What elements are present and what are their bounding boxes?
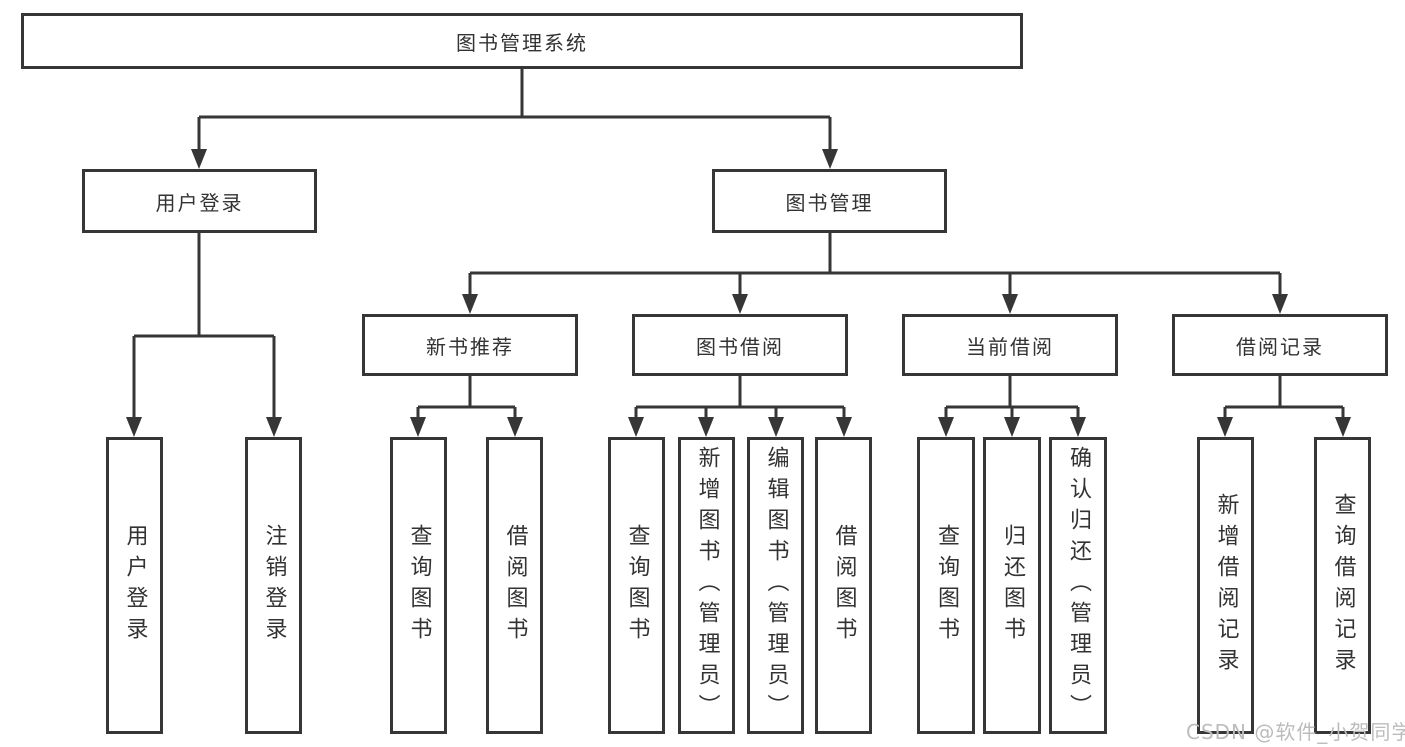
node-label: 用户登录 xyxy=(155,190,244,215)
node-label: 当前借阅 xyxy=(966,334,1054,359)
node-book-borrow: 图书借阅 xyxy=(632,314,848,376)
leaf-label: 编辑图书（管理员） xyxy=(763,446,789,725)
leaf-label: 注销登录 xyxy=(261,523,287,648)
leaf-label: 用户登录 xyxy=(122,523,148,648)
node-label: 借阅记录 xyxy=(1236,334,1324,359)
leaf-label: 借阅图书 xyxy=(831,523,857,648)
leaf-label: 查询图书 xyxy=(624,523,650,648)
leaf-label: 归还图书 xyxy=(1000,523,1025,648)
leaf-add-borrow-record: 新增借阅记录 xyxy=(1197,437,1254,734)
csdn-watermark: CSDN @软件_小贺同学 xyxy=(1186,720,1405,744)
node-user-login: 用户登录 xyxy=(82,169,317,233)
leaf-edit-books-admin: 编辑图书（管理员） xyxy=(747,437,804,734)
leaf-add-books-admin: 新增图书（管理员） xyxy=(678,437,735,734)
leaf-label: 查询图书 xyxy=(406,523,432,648)
leaf-query-books: 查询图书 xyxy=(917,437,975,734)
leaf-return-books: 归还图书 xyxy=(983,437,1041,734)
leaf-query-books: 查询图书 xyxy=(390,437,447,734)
leaf-label: 借阅图书 xyxy=(502,523,528,648)
leaf-user-login: 用户登录 xyxy=(106,437,163,734)
leaf-borrow-books: 借阅图书 xyxy=(486,437,543,734)
node-new-book-recommend: 新书推荐 xyxy=(362,314,578,376)
node-label: 图书借阅 xyxy=(696,334,784,359)
leaf-confirm-return-admin: 确认归还（管理员） xyxy=(1049,437,1107,734)
leaf-label: 新增图书（管理员） xyxy=(694,446,720,725)
leaf-label: 确认归还（管理员） xyxy=(1066,446,1091,725)
leaf-query-borrow-record: 查询借阅记录 xyxy=(1314,437,1371,734)
leaf-label: 查询借阅记录 xyxy=(1330,492,1356,679)
node-label: 新书推荐 xyxy=(426,334,514,359)
node-book-management: 图书管理 xyxy=(712,169,947,233)
leaf-query-books: 查询图书 xyxy=(608,437,665,734)
node-current-borrow: 当前借阅 xyxy=(902,314,1118,376)
leaf-logout: 注销登录 xyxy=(245,437,302,734)
node-label: 图书管理系统 xyxy=(456,30,588,55)
node-library-management-system: 图书管理系统 xyxy=(21,13,1023,69)
node-borrow-records: 借阅记录 xyxy=(1172,314,1388,376)
leaf-label: 查询图书 xyxy=(934,523,959,648)
node-label: 图书管理 xyxy=(785,190,874,215)
leaf-borrow-books: 借阅图书 xyxy=(815,437,872,734)
leaf-label: 新增借阅记录 xyxy=(1213,492,1239,679)
